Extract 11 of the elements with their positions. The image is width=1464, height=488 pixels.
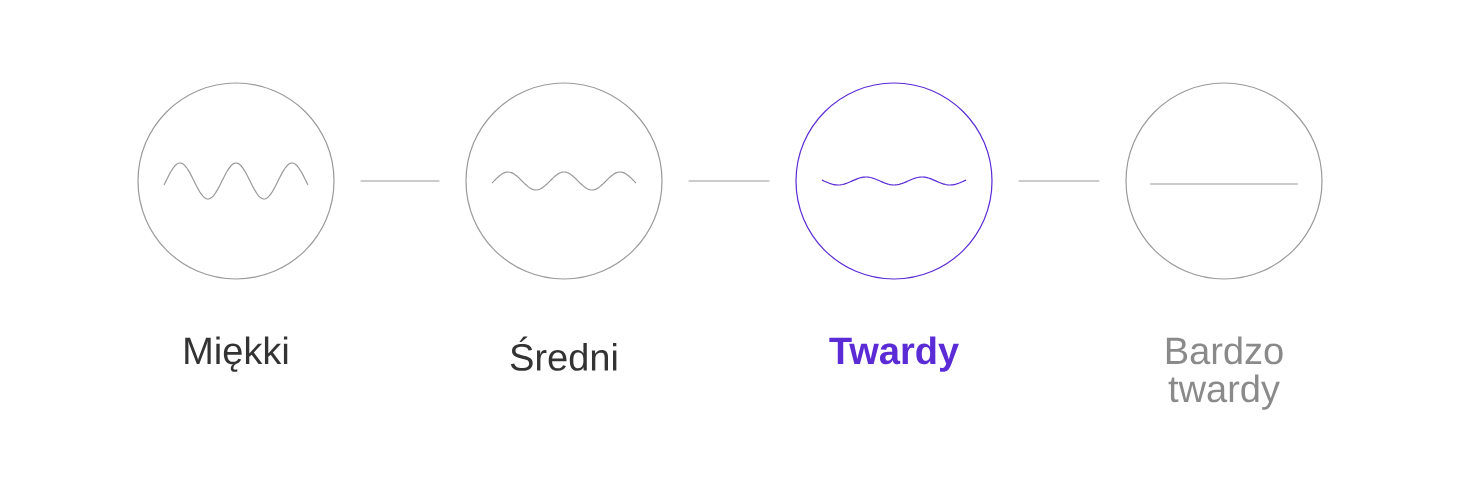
- connector-line: [1018, 180, 1100, 182]
- circle: [465, 82, 663, 280]
- connector-line: [360, 180, 440, 182]
- circle: [1125, 82, 1323, 280]
- circle: [795, 82, 993, 280]
- level-label: Średni: [510, 336, 617, 371]
- level-label: Twardy: [829, 336, 959, 372]
- circle: [137, 82, 335, 280]
- connector-line: [688, 180, 770, 182]
- level-label: Miękki: [185, 336, 288, 372]
- level-label: Bardzo twardy: [1166, 336, 1283, 410]
